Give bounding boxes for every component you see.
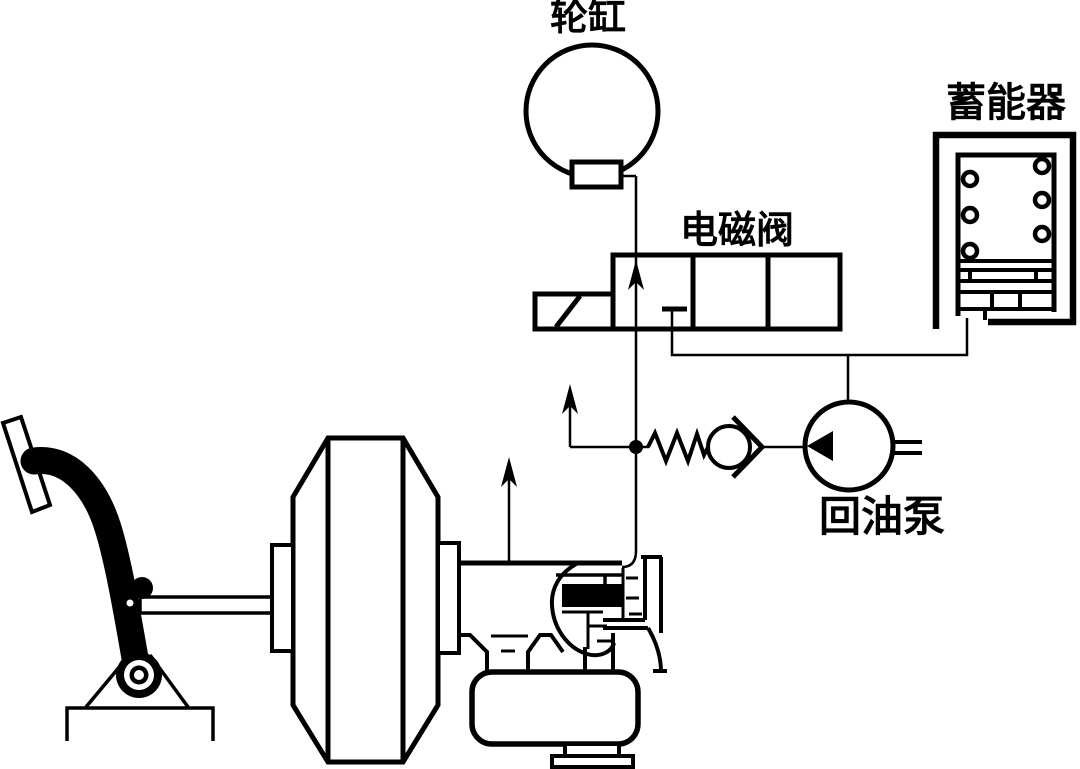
piston-seal: [562, 584, 622, 607]
wheel-cylinder-port: [569, 159, 624, 190]
spring: [646, 427, 710, 467]
wheel-cylinder-circle: [523, 42, 661, 180]
accumulator: [932, 131, 1077, 329]
brake-pedal: [0, 414, 215, 741]
accumulator-label: 蓄能器: [946, 80, 1067, 125]
pedal-clevis-knob: [131, 577, 153, 599]
solenoid-valve-label: 电磁阀: [680, 210, 794, 252]
accumulator-bore: [955, 152, 1057, 316]
solenoid-symbol: [554, 294, 582, 329]
piston-top-band: [556, 573, 622, 584]
pedal-mount-triangle: [84, 651, 190, 709]
pump-shaft: [893, 440, 922, 455]
master-cylinder: [459, 555, 667, 673]
outlet-chamber-lines: [621, 568, 642, 620]
left-funnel-right-wall: [526, 633, 565, 673]
accumulator-shell: [932, 131, 1077, 329]
solenoid-valve: [532, 252, 843, 332]
booster-shell: [290, 435, 441, 765]
check-valve: [706, 415, 805, 479]
vacuum-booster: [270, 435, 461, 765]
compensation-port-lines: [491, 634, 528, 653]
booster-right-flange: [436, 541, 461, 655]
accumulator-piston-segments: [968, 270, 1038, 320]
wheel-cylinder: [523, 42, 661, 190]
pedal-mount-base: [65, 706, 215, 741]
up-arrow-inside-valve: [628, 260, 644, 290]
accumulator-spring-dots: [960, 156, 1052, 261]
pedal-pin-dot: [126, 599, 134, 607]
arrowhead: [501, 457, 517, 487]
booster-left-flange: [270, 543, 295, 653]
piston-lower-lines: [562, 610, 614, 649]
pump-triangle: [807, 431, 833, 461]
end-cap-flare: [646, 626, 667, 673]
piston-curve: [549, 561, 616, 658]
return-pump-label: 回油泵: [819, 494, 945, 541]
right-neck-walls: [583, 633, 615, 673]
pedal-arm: [20, 447, 154, 690]
return-pump: [802, 355, 922, 493]
booster-diaphragm-lines: [325, 438, 406, 762]
check-valve-ball: [706, 424, 752, 470]
main-brake-line: [562, 176, 649, 569]
reservoir-base: [550, 754, 635, 769]
up-arrow-at-junction: [562, 384, 578, 414]
fluid-reservoir: [469, 669, 641, 769]
valve-body: [610, 252, 843, 332]
accumulator-piston-bands: [958, 259, 1054, 311]
solenoid-actuator: [532, 291, 616, 332]
valve-section-dividers: [690, 255, 771, 329]
check-valve-seat: [731, 415, 766, 479]
pivot-hole: [134, 670, 144, 680]
return-line: [670, 309, 969, 357]
up-arrow-from-master-cylinder: [501, 457, 517, 563]
wheel-cylinder-label: 轮缸: [550, 0, 626, 39]
cylinder-bottom-left: [459, 633, 489, 673]
pump-circle: [802, 399, 896, 493]
end-cap-bracket: [603, 555, 663, 633]
reservoir-tank: [469, 669, 641, 747]
pedal-pushrod: [138, 595, 276, 615]
